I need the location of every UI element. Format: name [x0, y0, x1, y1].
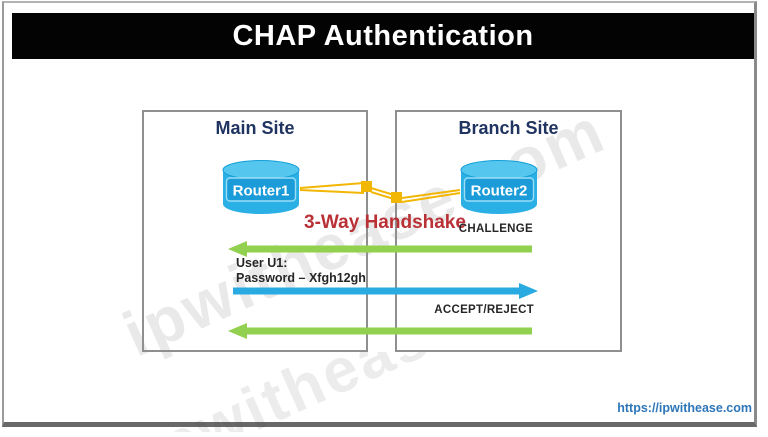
picture-frame	[2, 1, 757, 427]
accept-reject-label: ACCEPT/REJECT	[434, 304, 534, 316]
page-title: CHAP Authentication	[232, 19, 534, 52]
handshake-heading: 3-Way Handshake	[304, 212, 466, 233]
main-site-box: Main Site	[142, 110, 368, 352]
footer-site-link[interactable]: https://ipwithease.com	[617, 401, 752, 415]
router1-cylinder-icon: Router1	[221, 159, 301, 222]
branch-site-box: Branch Site	[395, 110, 622, 352]
credentials-user-label: User U1:	[236, 256, 288, 270]
challenge-label: CHALLENGE	[458, 223, 533, 235]
main-site-title: Main Site	[215, 118, 295, 138]
credentials-password-label: Password – Xfgh12gh	[236, 271, 366, 285]
router2-label: Router2	[471, 183, 528, 200]
router2-cylinder-icon: Router2	[459, 159, 539, 222]
router1-label: Router1	[233, 183, 290, 200]
title-bar: CHAP Authentication	[12, 13, 754, 59]
branch-site-title: Branch Site	[458, 118, 559, 138]
